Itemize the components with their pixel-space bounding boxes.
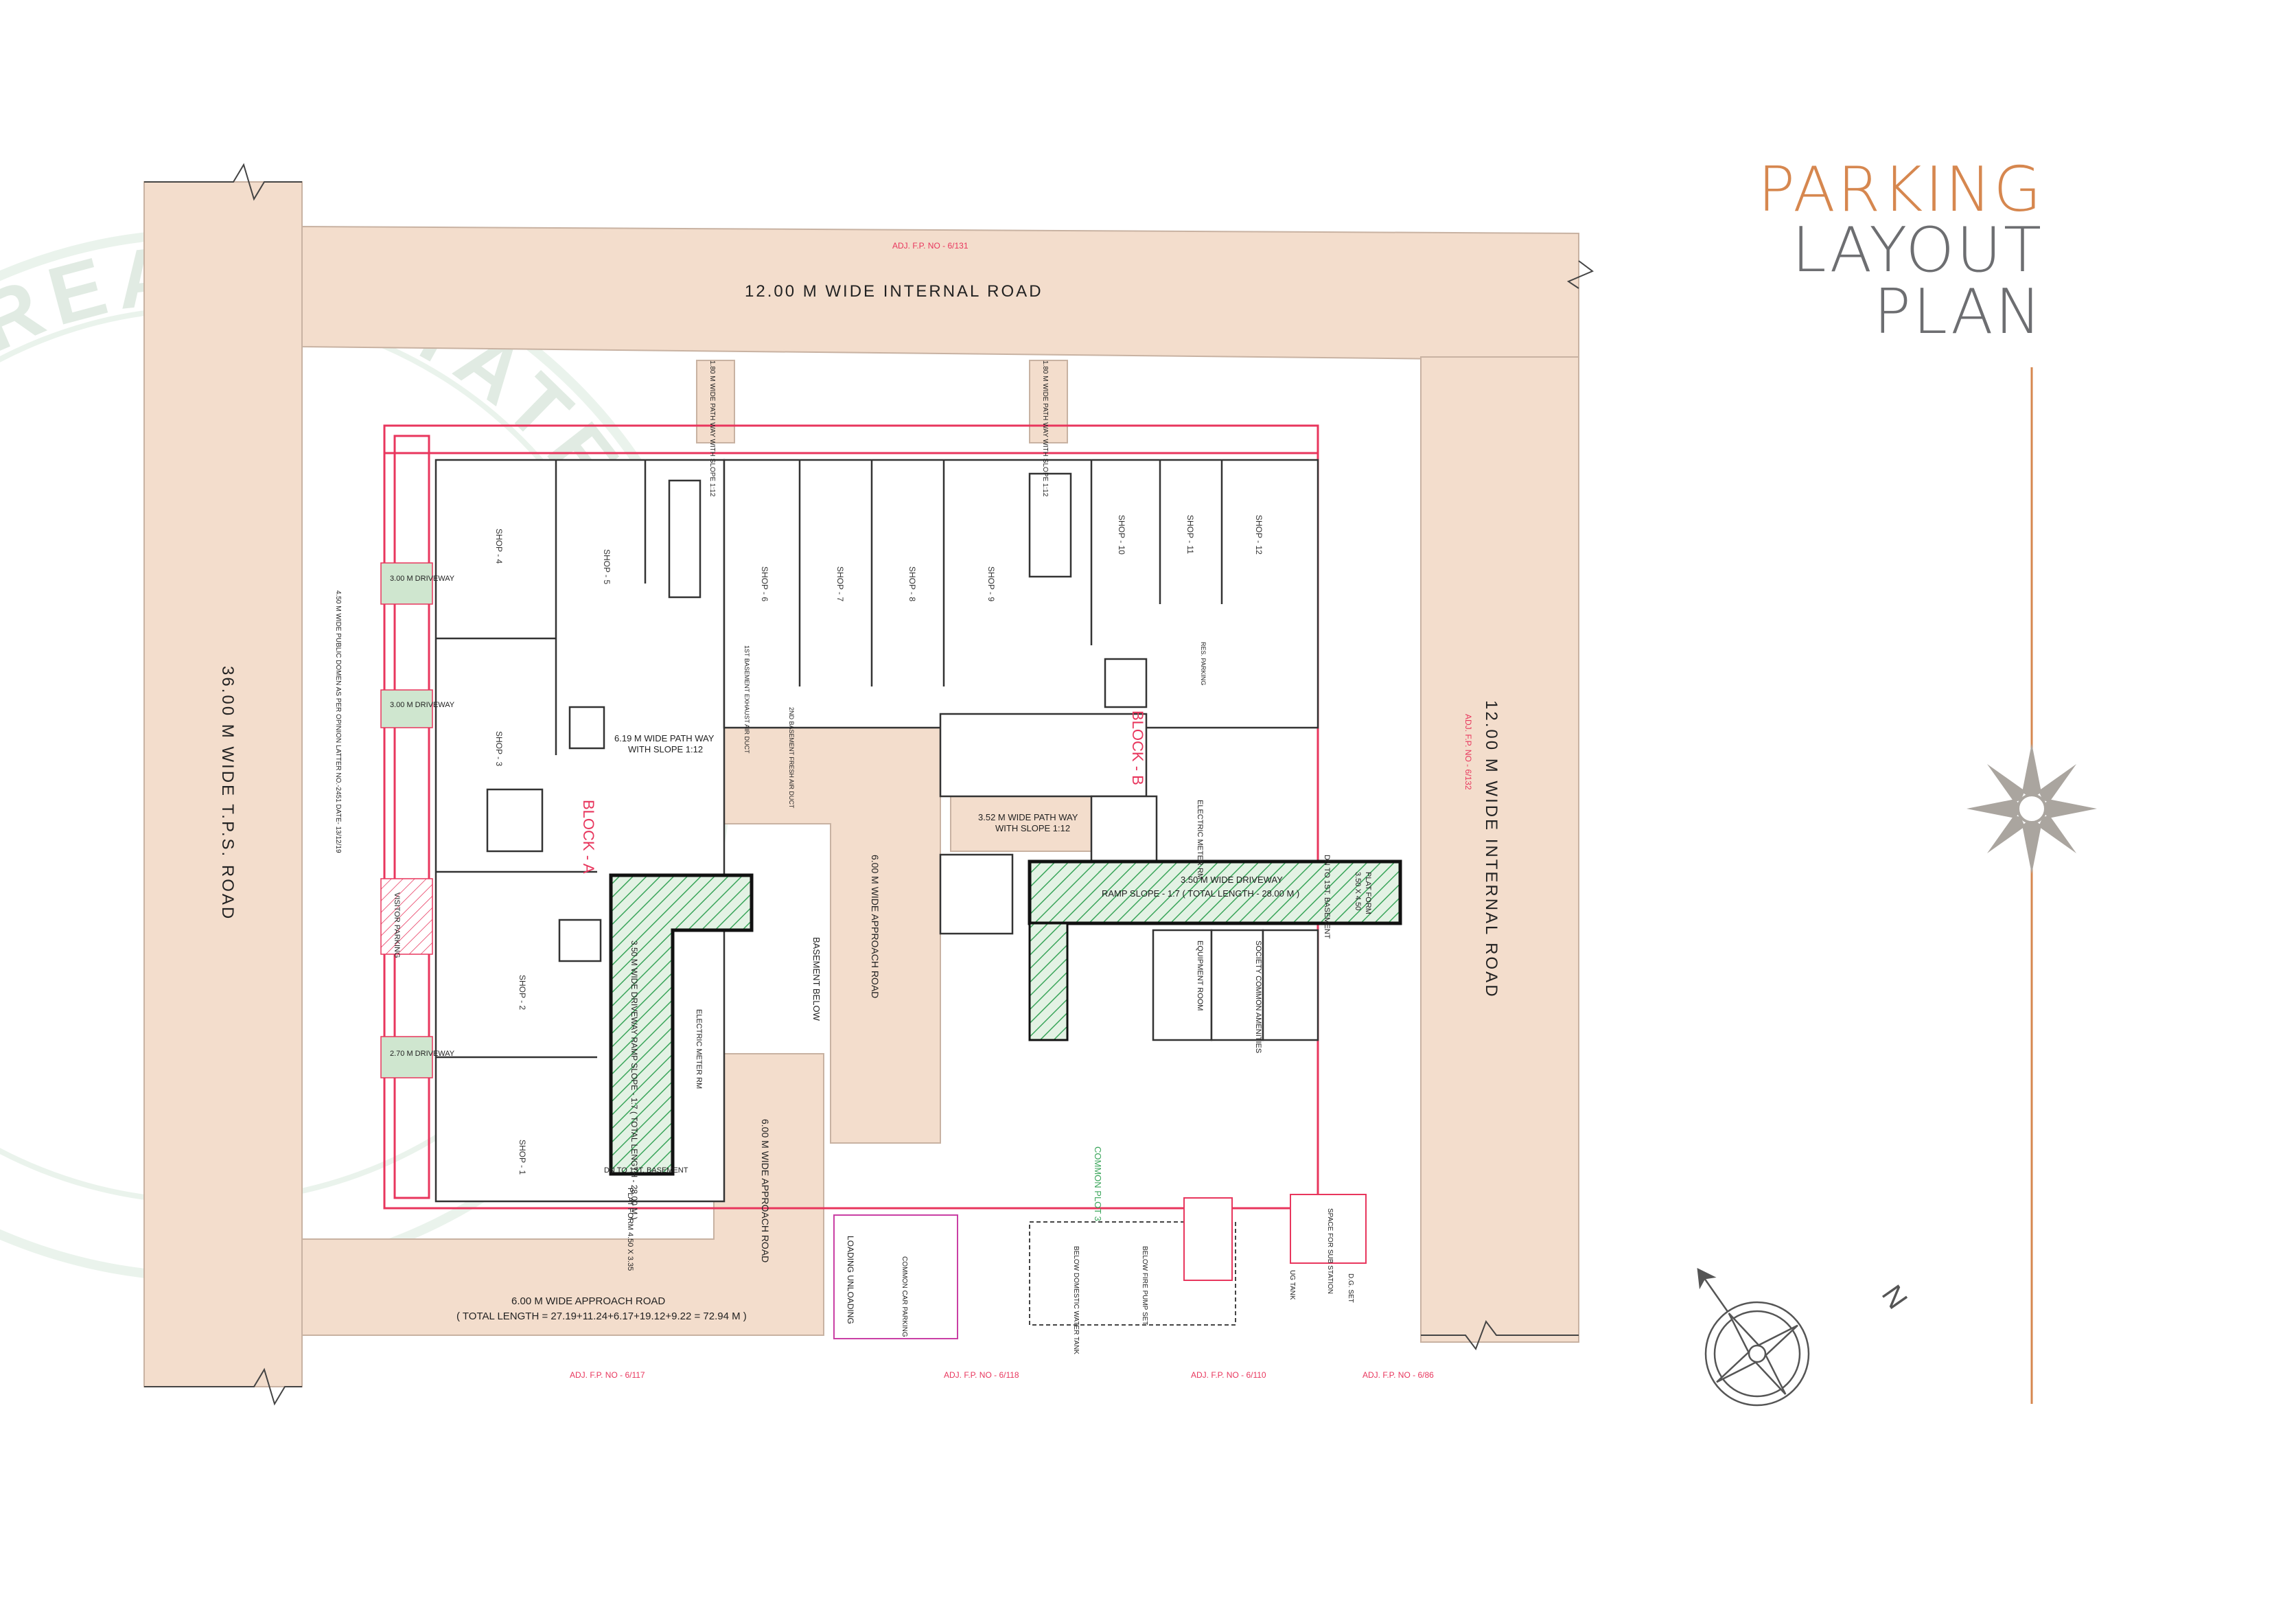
platform-b-label-1: PLAT FORM [1364, 872, 1372, 914]
platform-b-label-2: 3.50 X 4.50 [1354, 872, 1362, 910]
equipment-room-label: EQUIPMENT ROOM [1196, 940, 1204, 1011]
shop-3-label: SHOP - 3 [494, 731, 504, 766]
path-b-label-1: 3.52 M WIDE PATH WAY [978, 812, 1078, 822]
ramp-b-label-1: 3.50 M WIDE DRIVEWAY [1181, 875, 1283, 885]
path-top-label-1: 1.80 M WIDE PATH WAY WITH SLOPE 1:12 [708, 360, 716, 497]
top-path-left [696, 360, 735, 443]
visitor-parking-label: VISITOR PARKING [393, 892, 401, 958]
left-parking-strip [380, 562, 433, 1078]
right-road-label: 12.00 M WIDE INTERNAL ROAD [1482, 700, 1500, 999]
block-b-ramp-tail [1028, 922, 1069, 1041]
center-approach-label-2: 6.00 M WIDE APPROACH ROAD [760, 1119, 771, 1262]
loading-label: LOADING UNLOADING [846, 1236, 855, 1324]
block-a-ramp [609, 873, 754, 1176]
ramps [609, 859, 1402, 1176]
shop-12-label: SHOP - 12 [1254, 515, 1264, 555]
platform-a-label: PLAT FORM 4.50 X 3.35 [626, 1188, 634, 1271]
title-line-2: LAYOUT [1791, 214, 2043, 286]
break-lines [144, 163, 1594, 1406]
common-car-parking-label: COMMON CAR PARKING [901, 1256, 908, 1337]
left-road-label: 36.00 M WIDE T.P.S. ROAD [218, 666, 237, 921]
block-a-label: BLOCK - A [580, 800, 597, 874]
building-outline [383, 424, 1319, 1210]
shop-11-label: SHOP - 11 [1185, 515, 1195, 554]
path-top-label-2: 1.80 M WIDE PATH WAY WITH SLOPE 1:12 [1041, 360, 1049, 497]
society-amenities-label: SOCIETY COMMON AMENITIES [1254, 940, 1262, 1053]
sub-station-label: SPACE FOR SUB STATION [1326, 1208, 1334, 1294]
compass-north-label: N [1876, 1279, 1914, 1315]
ramp-a-label: 3.50 M WIDE DRIVEWAY RAMP SLOPE - 1:7 ( … [629, 940, 639, 1220]
shop-7-label: SHOP - 7 [835, 566, 845, 601]
driveway-3m-label-1: 3.00 M DRIVEWAY [390, 575, 455, 583]
basement-air-1: 1ST BASEMENT EXHAUST AIR DUCT [743, 645, 750, 754]
path-b-label-2: WITH SLOPE 1:12 [995, 823, 1070, 833]
shop-1-label: SHOP - 1 [518, 1140, 527, 1175]
shop-8-label: SHOP - 8 [907, 566, 917, 601]
title-line-1: PARKING [1757, 154, 2043, 226]
adj-bottom-2: ADJ. F.P. NO - 6/118 [944, 1370, 1019, 1380]
compass-icon [1697, 1267, 1810, 1407]
block-a-plan [434, 459, 726, 1203]
block-b-label: BLOCK - B [1129, 711, 1146, 785]
block-b-ramp [1028, 859, 1402, 925]
dn-basement-label-b: DN TO 1ST. BASEMENT [1323, 855, 1331, 939]
shop-9-label: SHOP - 9 [986, 566, 996, 601]
basement-below-label: BASEMENT BELOW [811, 937, 822, 1021]
driveway-3m-label-2: 3.00 M DRIVEWAY [390, 701, 455, 709]
top-road-label: 12.00 M WIDE INTERNAL ROAD [745, 282, 1043, 301]
sun-ornament-icon [1967, 743, 2097, 874]
water-tank-label: BELOW DOMESTIC WATER TANK [1072, 1246, 1080, 1354]
roads [143, 181, 1579, 1387]
public-domain-note: 4.50 M WIDE PUBLIC DOMEN AS PER OPINION … [334, 590, 342, 853]
center-approach-label: 6.00 M WIDE APPROACH ROAD [870, 855, 881, 998]
res-parking-label: RES. PARKING [1200, 642, 1207, 685]
adj-bottom-4: ADJ. F.P. NO - 6/86 [1362, 1370, 1434, 1380]
approach-total-label: ( TOTAL LENGTH = 27.19+11.24+6.17+19.12+… [456, 1310, 747, 1322]
path-a-label-2: WITH SLOPE 1:12 [628, 744, 703, 754]
shop-2-label: SHOP - 2 [518, 975, 527, 1010]
bottom-approach-road [301, 1053, 824, 1336]
ramp-b-label-2: RAMP SLOPE - 1:7 ( TOTAL LENGTH - 28.00 … [1102, 888, 1299, 899]
approach-road-label: 6.00 M WIDE APPROACH ROAD [511, 1295, 665, 1307]
basement-air-2: 2ND BASEMENT FRESH AIR DUCT [788, 707, 795, 809]
electric-meter-a: ELECTRIC METER RM [695, 1009, 703, 1089]
adj-bottom-1: ADJ. F.P. NO - 6/117 [570, 1370, 645, 1380]
shop-4-label: SHOP - 4 [494, 529, 504, 564]
shop-10-label: SHOP - 10 [1117, 515, 1126, 555]
adj-bottom-3: ADJ. F.P. NO - 6/110 [1191, 1370, 1266, 1380]
title-line-3: PLAN [1873, 276, 2043, 348]
common-plot: COMMON PLOT 390.56 SQ.MTS LOADING UNLOAD… [833, 1146, 1367, 1354]
driveway-270-label: 2.70 M DRIVEWAY [390, 1050, 455, 1058]
top-path-right [1029, 360, 1068, 443]
dn-basement-label-a: DN TO 1ST. BASEMENT [604, 1166, 688, 1175]
path-a-label-1: 6.19 M WIDE PATH WAY [614, 733, 715, 743]
ug-tank-label: UG TANK [1288, 1270, 1296, 1300]
shop-5-label: SHOP - 5 [602, 549, 612, 584]
adj-top: ADJ. F.P. NO - 6/131 [892, 241, 969, 251]
right-internal-road [1420, 356, 1579, 1343]
adj-right: ADJ. F.P. NO - 6/132 [1463, 714, 1473, 790]
pump-set-label: BELOW FIRE PUMP SET [1141, 1246, 1148, 1325]
electric-meter-b: ELECTRIC METER RM [1196, 800, 1204, 879]
block-b-plan [723, 459, 1319, 1041]
shop-6-label: SHOP - 6 [760, 566, 769, 601]
dg-set-label: D.G. SET [1347, 1273, 1354, 1303]
